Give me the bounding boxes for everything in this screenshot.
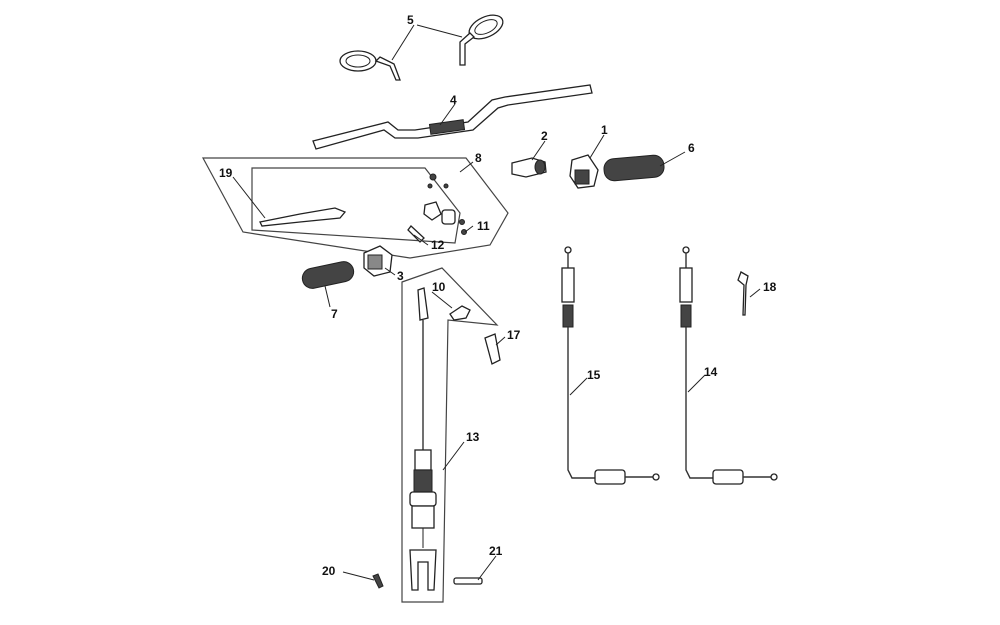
leader-lines: [232, 24, 761, 581]
throttle-housing: [511, 157, 547, 178]
group-box-19: [251, 167, 461, 244]
callout-1: 1: [601, 123, 608, 137]
callout-8: 8: [475, 151, 482, 165]
lever: [259, 207, 347, 227]
callout-11: 11: [477, 219, 490, 233]
callout-18: 18: [763, 280, 777, 294]
mirror-right: [459, 14, 504, 66]
part-20: [372, 573, 384, 589]
throttle-body: [569, 154, 599, 189]
grip-right: [603, 154, 665, 182]
callout-13: 13: [466, 430, 480, 444]
callout-14: 14: [704, 365, 718, 379]
callout-3: 3: [397, 269, 404, 283]
callout-7: 7: [331, 307, 338, 321]
callout-20: 20: [322, 564, 336, 578]
cable-14: [679, 246, 778, 485]
part-18: [737, 271, 749, 316]
part-17: [484, 333, 501, 365]
callout-17: 17: [507, 328, 521, 342]
group-box-13: [401, 267, 499, 603]
callout-2: 2: [541, 129, 548, 143]
callout-labels: 1 2 3 4 5 6 7 8 10 11 12 13 14 15 17 18 …: [219, 13, 777, 578]
part-10: [449, 305, 471, 321]
part-21: [453, 577, 483, 585]
callout-5: 5: [407, 13, 414, 27]
callout-12: 12: [431, 238, 445, 252]
callout-15: 15: [587, 368, 601, 382]
handlebar: [312, 84, 593, 150]
callout-10: 10: [432, 280, 446, 294]
switch-housing: [363, 245, 393, 277]
mirror-left: [339, 50, 401, 81]
callout-21: 21: [489, 544, 503, 558]
brake-cable-assembly: [409, 287, 437, 591]
group-box-8: [201, 157, 509, 259]
callout-19: 19: [219, 166, 233, 180]
small-parts-cluster: [407, 173, 467, 243]
cable-15: [561, 246, 660, 485]
callout-4: 4: [450, 93, 457, 107]
grip-left: [301, 261, 355, 289]
callout-6: 6: [688, 141, 695, 155]
